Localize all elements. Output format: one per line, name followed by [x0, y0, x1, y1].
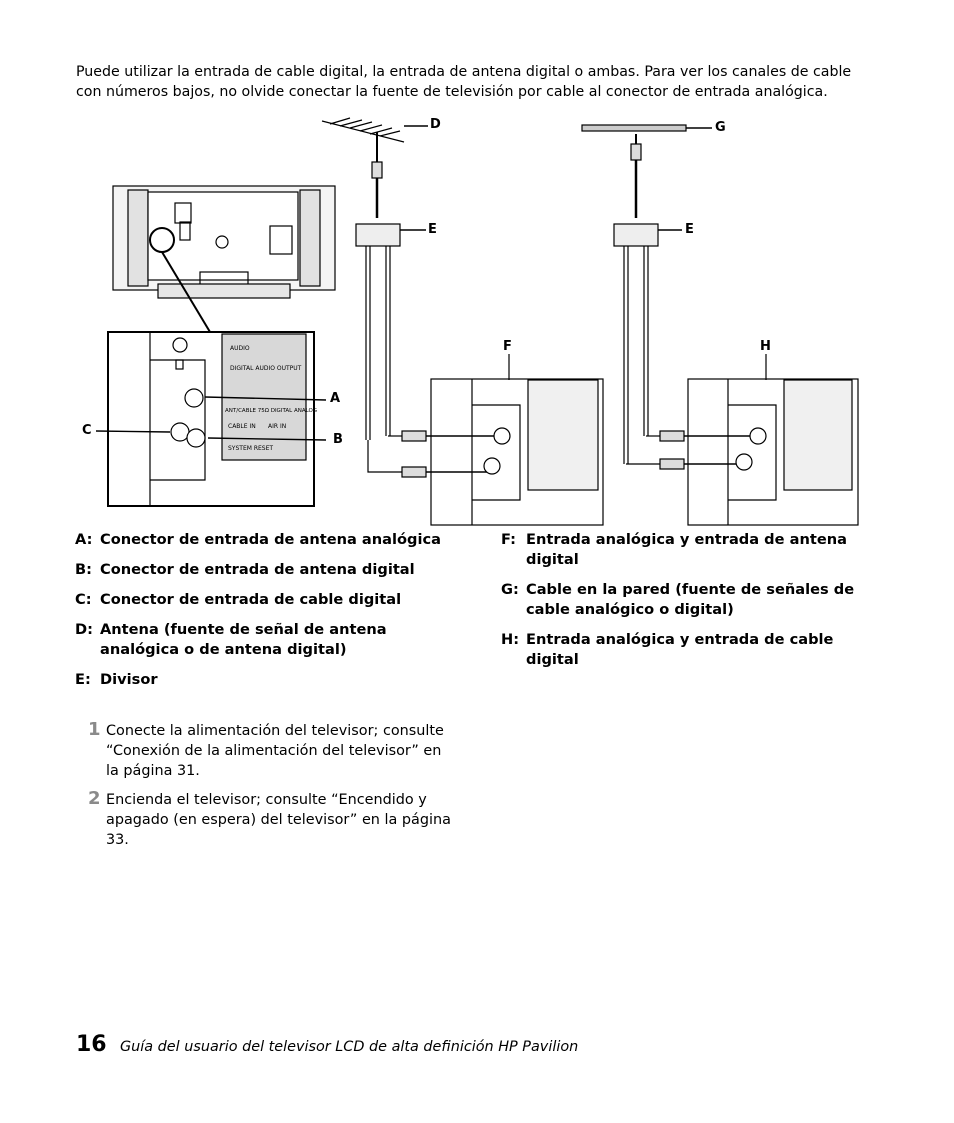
zoom-panel-h — [684, 354, 859, 526]
legend-text: Entrada analógica y entrada de antena di… — [526, 531, 847, 568]
label-e-right: E — [685, 222, 694, 237]
legend-key: C: — [75, 591, 92, 608]
legend-text: Conector de entrada de antena analógica — [100, 531, 441, 548]
step-1: 1 Conecte la alimentación del televisor;… — [88, 719, 451, 781]
wall-cable-illustration — [581, 124, 712, 218]
label-f: F — [503, 339, 512, 354]
label-g: G — [715, 120, 726, 135]
splitter-left — [355, 223, 427, 478]
step-text: Encienda el televisor; consulte “Encendi… — [106, 792, 451, 848]
legend-item: A: Conector de entrada de antena analógic… — [75, 530, 470, 550]
legend-key: H: — [501, 631, 520, 648]
legend-item: C: Conector de entrada de cable digital — [75, 590, 470, 610]
connection-diagram-svg: AUDIO DIGITAL AUDIO OUTPUT ANT/CABLE 75Ω… — [95, 117, 859, 526]
zoom-panel-left: AUDIO DIGITAL AUDIO OUTPUT ANT/CABLE 75Ω… — [95, 331, 327, 507]
legend-key: A: — [75, 531, 93, 548]
panel-air-in-label: AIR IN — [268, 423, 286, 430]
legend-key: D: — [75, 621, 93, 638]
step-number: 1 — [88, 719, 101, 740]
panel-system-reset-label: SYSTEM RESET — [228, 445, 273, 452]
legend-text: Conector de entrada de cable digital — [100, 591, 402, 608]
label-b: B — [333, 432, 343, 447]
label-h: H — [760, 339, 771, 354]
legend-text: Divisor — [100, 671, 158, 688]
panel-cable-in-label: CABLE IN — [228, 423, 256, 430]
panel-digital-audio-label: DIGITAL AUDIO OUTPUT — [230, 365, 302, 372]
zoom-panel-f — [426, 354, 604, 526]
step-text: Conecte la alimentación del televisor; c… — [106, 723, 444, 779]
legend-text: Antena (fuente de señal de antena analóg… — [100, 621, 387, 658]
legend-item: H: Entrada analógica y entrada de cable d… — [501, 630, 871, 670]
legend-text: Cable en la pared (fuente de señales de … — [526, 581, 855, 618]
label-e-left: E — [428, 222, 437, 237]
label-c: C — [82, 423, 92, 438]
splitter-right — [613, 223, 685, 470]
legend-text: Entrada analógica y entrada de cable dig… — [526, 631, 834, 668]
legend-key: F: — [501, 531, 517, 548]
legend-item: E: Divisor — [75, 670, 470, 690]
tv-back-illustration — [112, 185, 336, 333]
legend-right: F: Entrada analógica y entrada de antena … — [501, 530, 871, 680]
legend-item: G: Cable en la pared (fuente de señales d… — [501, 580, 871, 620]
label-a: A — [330, 391, 341, 406]
guide-title: Guía del usuario del televisor LCD de al… — [120, 1039, 579, 1055]
page-number: 16 — [76, 1032, 107, 1057]
connection-diagram: AUDIO DIGITAL AUDIO OUTPUT ANT/CABLE 75Ω… — [0, 0, 954, 530]
step-2: 2 Encienda el televisor; consulte “Encen… — [88, 788, 451, 850]
legend-item: F: Entrada analógica y entrada de antena … — [501, 530, 871, 570]
legend-key: B: — [75, 561, 92, 578]
step-number: 2 — [88, 788, 101, 809]
legend-text: Conector de entrada de antena digital — [100, 561, 415, 578]
legend-item: B: Conector de entrada de antena digital — [75, 560, 470, 580]
label-d: D — [430, 117, 441, 132]
intro-paragraph: Puede utilizar la entrada de cable digit… — [76, 64, 852, 100]
legend-item: D: Antena (fuente de señal de antena anal… — [75, 620, 400, 660]
antenna-illustration — [321, 117, 428, 218]
legend-key: G: — [501, 581, 519, 598]
panel-antenna-header: ANT/CABLE 75Ω DIGITAL ANALOG — [225, 408, 317, 414]
panel-audio-label: AUDIO — [230, 345, 250, 352]
legend-key: E: — [75, 671, 91, 688]
legend-left: A: Conector de entrada de antena analógic… — [75, 530, 470, 700]
